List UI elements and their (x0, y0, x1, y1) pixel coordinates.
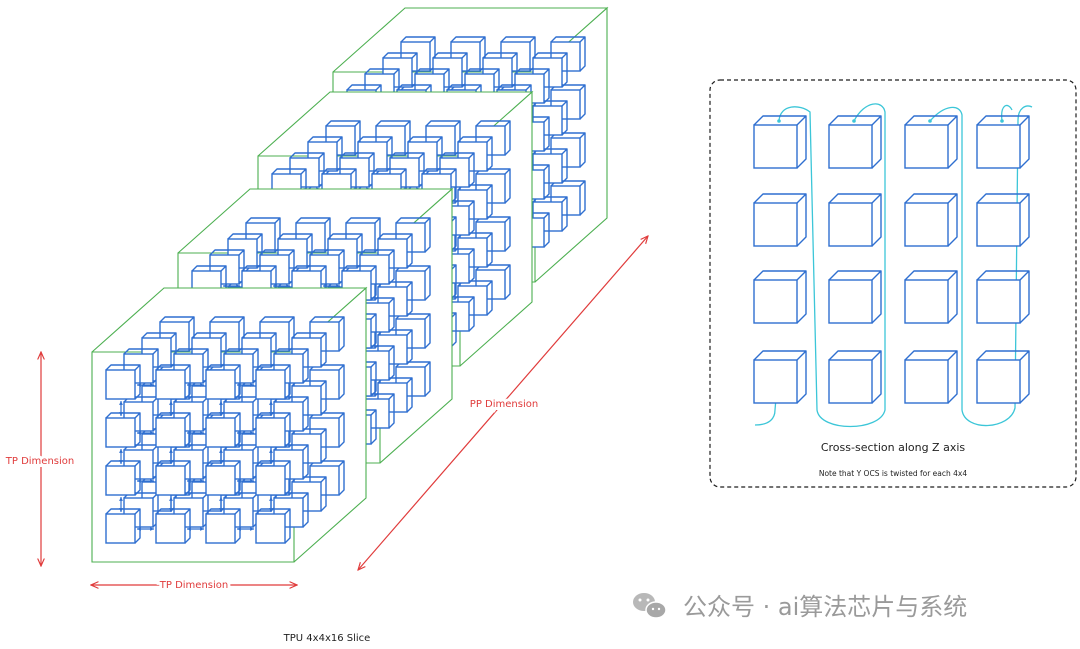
cross-section-panel (709, 79, 1077, 488)
tp-dimension-vertical-label: TP Dimension (5, 456, 74, 467)
cross-section-cube (976, 115, 1030, 169)
cross-section-note: Note that Y OCS is twisted for each 4x4 (819, 469, 968, 478)
chip-cube (339, 152, 375, 188)
chip-cube (155, 364, 191, 400)
cross-section-cube (904, 350, 958, 404)
tp-dimension-horizontal-label: TP Dimension (159, 580, 228, 591)
cross-section-cube (828, 193, 882, 247)
chip-cube (105, 508, 141, 544)
cross-section-cube (828, 350, 882, 404)
cross-section-cube (753, 115, 807, 169)
chip-cube (255, 460, 291, 496)
snake-endpoint (777, 119, 781, 123)
watermark: 公众号 · ai算法芯片与系统 (633, 593, 967, 621)
cross-section-cube (904, 270, 958, 324)
chip-cube (205, 412, 241, 448)
z-axis-snake-path (754, 103, 1033, 428)
chip-cube (205, 508, 241, 544)
chip-cube (327, 233, 363, 269)
chip-cube (457, 184, 493, 220)
chip-cube (382, 52, 418, 88)
slice-caption: TPU 4x4x16 Slice (283, 633, 371, 644)
pp-dimension-label: PP Dimension (470, 399, 538, 410)
chip-cube (389, 152, 425, 188)
cross-section-cube (753, 193, 807, 247)
chip-cube (255, 412, 291, 448)
cross-section-cube (828, 270, 882, 324)
cross-section-cube (976, 270, 1030, 324)
cross-section-cube (828, 115, 882, 169)
chip-cube (105, 460, 141, 496)
cross-section-cube (753, 270, 807, 324)
wechat-icon (633, 593, 667, 619)
snake-endpoint (852, 119, 856, 123)
cross-section-title: Cross-section along Z axis (821, 441, 966, 454)
slice-layer-1 (91, 286, 368, 563)
chip-cube (105, 412, 141, 448)
cross-section-cube (976, 193, 1030, 247)
chip-cube (289, 152, 325, 188)
watermark-text: 公众号 · ai算法芯片与系统 (683, 593, 967, 621)
pp-dimension-arrow (358, 236, 648, 570)
snake-endpoint (928, 119, 932, 123)
tpu-slice-stack (91, 6, 609, 563)
cross-section-cube (904, 115, 958, 169)
chip-cube (255, 364, 291, 400)
cross-section-cube (976, 350, 1030, 404)
chip-cube (155, 508, 191, 544)
cross-section-cube (904, 193, 958, 247)
chip-cube (205, 364, 241, 400)
cross-section-cube (753, 350, 807, 404)
chip-cube (407, 136, 443, 172)
chip-cube (255, 508, 291, 544)
chip-cube (105, 364, 141, 400)
chip-cube (291, 380, 327, 416)
chip-cube (205, 460, 241, 496)
chip-cube (155, 412, 191, 448)
chip-cube (155, 460, 191, 496)
cross-section-grid (753, 115, 1030, 404)
snake-endpoint (1000, 119, 1004, 123)
